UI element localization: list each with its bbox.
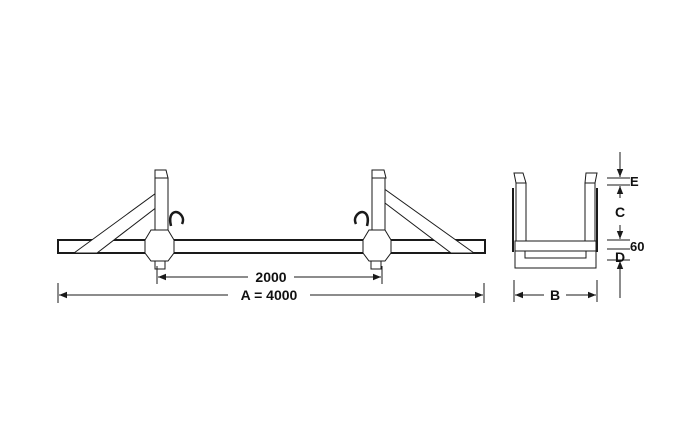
- dimension-c-label: C: [615, 204, 625, 220]
- inner-dimension-label: 2000: [255, 269, 286, 285]
- front-view: [57, 169, 486, 303]
- overall-dimension-label: A = 4000: [241, 287, 298, 303]
- dimension-2000: [156, 266, 383, 284]
- dimension-a: [57, 283, 485, 303]
- left-bracket: [72, 169, 185, 270]
- right-hook: [353, 210, 369, 227]
- side-view: [512, 152, 630, 302]
- dimension-e-label: E: [630, 174, 639, 189]
- right-bracket: [353, 169, 476, 270]
- width-b-label: B: [550, 287, 560, 303]
- left-hook: [169, 210, 185, 227]
- dimension-d-label: D: [615, 249, 625, 265]
- dimension-60-label: 60: [630, 239, 644, 254]
- main-bar: [57, 239, 486, 254]
